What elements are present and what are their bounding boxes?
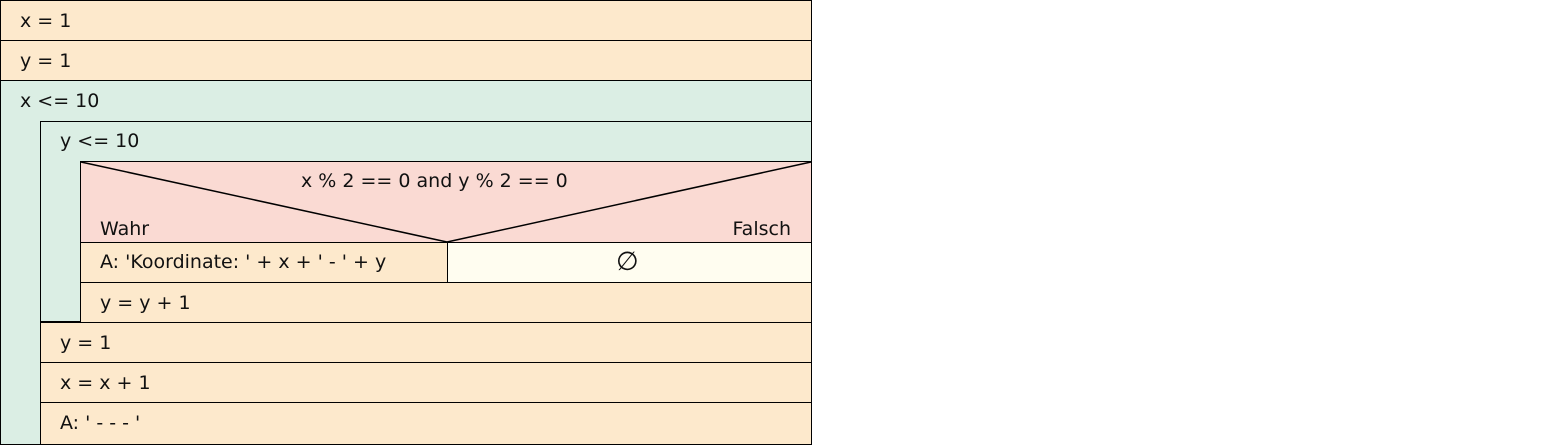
statement-text: x = x + 1 <box>60 372 151 394</box>
statement-text: y = y + 1 <box>100 292 191 314</box>
statement-print-separator: A: ' - - - ' <box>40 402 812 445</box>
statement-text: A: ' - - - ' <box>60 412 141 434</box>
statement-text: x = 1 <box>20 10 72 32</box>
branch-false-label: Falsch <box>732 218 792 240</box>
statement-text: y = 1 <box>60 332 112 354</box>
loop-condition: x <= 10 <box>20 90 100 112</box>
statement-text: y = 1 <box>20 50 72 72</box>
if-condition-block: x % 2 == 0 and y % 2 == 0 Wahr Falsch <box>80 161 812 243</box>
empty-branch: ∅ <box>447 242 812 283</box>
loop-condition: y <= 10 <box>60 130 140 152</box>
branch-true-label: Wahr <box>100 218 150 240</box>
statement-text: A: 'Koordinate: ' + x + ' - ' + y <box>100 251 387 273</box>
statement-print-coordinate: A: 'Koordinate: ' + x + ' - ' + y <box>80 242 448 283</box>
statement-init-x: x = 1 <box>0 0 812 41</box>
empty-set-symbol: ∅ <box>616 247 639 277</box>
if-condition: x % 2 == 0 and y % 2 == 0 <box>301 170 568 192</box>
statement-inc-x: x = x + 1 <box>40 362 812 403</box>
statement-reset-y: y = 1 <box>40 322 812 363</box>
statement-inc-y: y = y + 1 <box>80 282 812 323</box>
nassi-shneiderman-diagram: x = 1 y = 1 x <= 10 y <= 10 x % 2 == 0 a… <box>0 0 812 445</box>
statement-init-y: y = 1 <box>0 40 812 81</box>
